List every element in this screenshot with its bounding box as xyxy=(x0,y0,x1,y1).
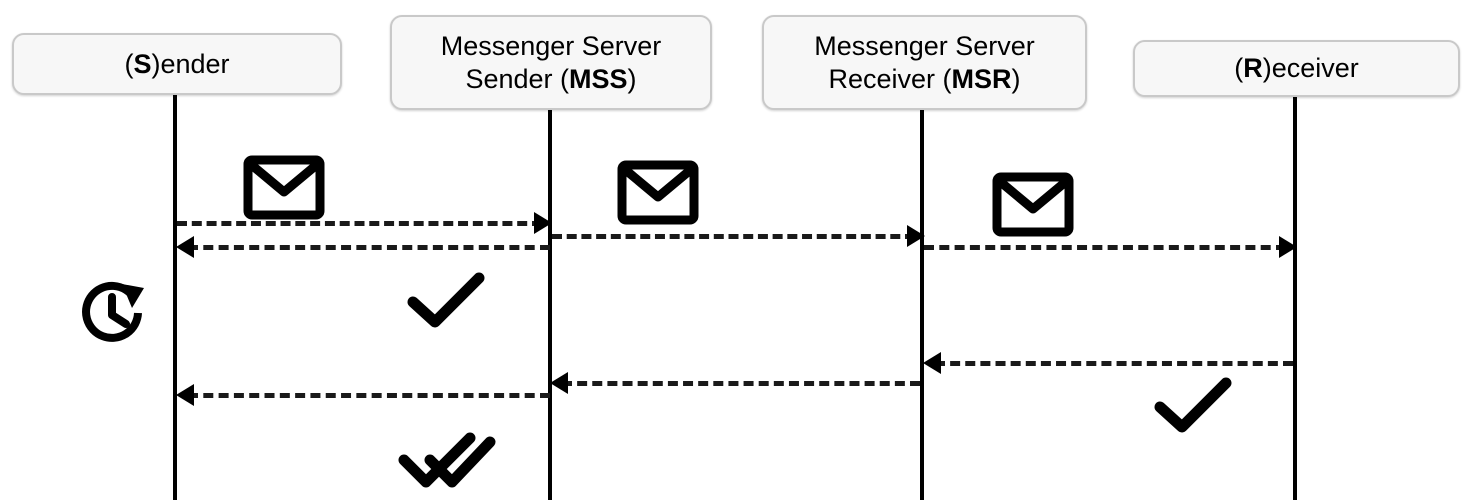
lifeline-sender xyxy=(173,95,177,500)
arrowhead-left xyxy=(176,384,194,406)
envelope-icon xyxy=(243,155,325,220)
participant-label-msr-line2: Receiver (MSR) xyxy=(828,63,1021,94)
arrowhead-left xyxy=(923,352,941,374)
participant-label-receiver: (R)eceiver xyxy=(1234,53,1359,84)
message-line-mss-to-msr xyxy=(552,234,915,239)
participant-label-msr-line1: Messenger Server xyxy=(814,30,1035,61)
envelope-icon xyxy=(992,172,1074,237)
message-line-receiver-to-msr xyxy=(935,361,1293,366)
message-line-msr-to-mss xyxy=(562,381,920,386)
arrowhead-right xyxy=(1279,236,1297,258)
single-check-icon xyxy=(1152,377,1234,435)
lifeline-msr xyxy=(920,110,924,500)
arrowhead-right xyxy=(907,225,925,247)
message-line-mss-to-sender xyxy=(188,393,550,398)
participant-box-receiver[interactable]: (R)eceiver xyxy=(1133,40,1460,97)
participant-label-mss-line2: Sender (MSS) xyxy=(465,63,637,94)
single-check-icon xyxy=(405,272,487,330)
participant-label-mss-line1: Messenger Server xyxy=(440,30,662,61)
arrowhead-left xyxy=(550,372,568,394)
message-line-sender-to-mss xyxy=(177,221,542,226)
message-line-msr-to-receiver xyxy=(924,245,1286,250)
arrowhead-right xyxy=(534,212,552,234)
participant-box-mss[interactable]: Messenger Server Sender (MSS) xyxy=(390,15,712,110)
lifeline-mss xyxy=(548,110,552,500)
participant-box-msr[interactable]: Messenger Server Receiver (MSR) xyxy=(762,15,1087,110)
participant-box-sender[interactable]: (S)ender xyxy=(12,33,342,95)
message-line-mss-to-sender-ack xyxy=(188,245,550,250)
participant-label-sender: (S)ender xyxy=(124,48,230,79)
double-check-icon xyxy=(398,432,496,496)
clock-retry-icon xyxy=(76,278,150,348)
arrowhead-left xyxy=(176,236,194,258)
lifeline-receiver xyxy=(1293,97,1297,500)
envelope-icon xyxy=(617,160,699,225)
